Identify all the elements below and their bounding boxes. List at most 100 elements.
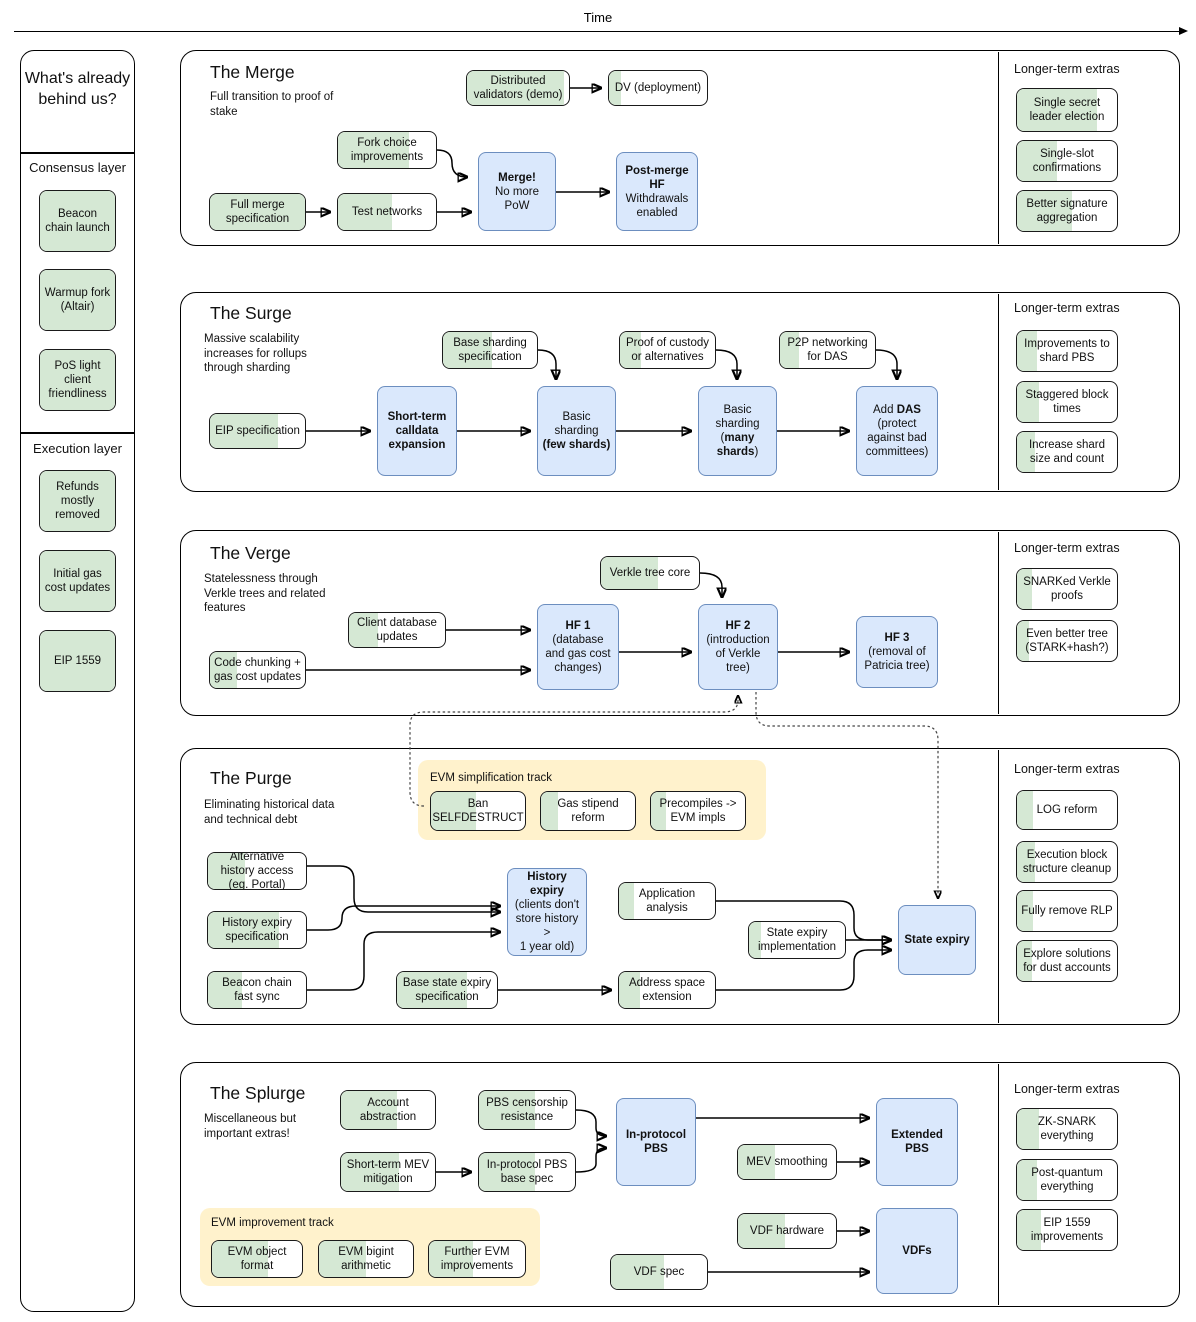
extra-fully-remove-rlp[interactable]: Fully remove RLP — [1016, 890, 1118, 932]
extra-single-secret-leader-election[interactable]: Single secret leader election — [1016, 88, 1118, 132]
node-vdf-spec[interactable]: VDF spec — [610, 1254, 708, 1290]
extra-snarked-verkle-proofs[interactable]: SNARKed Verkle proofs — [1016, 568, 1118, 610]
sidebar-item-refunds-removed[interactable]: Refunds mostly removed — [39, 470, 116, 532]
node-mev-smoothing[interactable]: MEV smoothing — [737, 1144, 837, 1180]
extra-staggered-block-times[interactable]: Staggered block times — [1016, 381, 1118, 423]
node-address-space-extension[interactable]: Address space extension — [618, 971, 716, 1009]
extra-even-better-tree[interactable]: Even better tree (STARK+hash?) — [1016, 620, 1118, 662]
extras-divider-merge — [998, 52, 1000, 244]
progress-fill — [429, 1241, 474, 1277]
extra-eip-1559-improvements[interactable]: EIP 1559 improvements — [1016, 1209, 1118, 1251]
node-label: Address space extension — [628, 977, 706, 1003]
node-vdf-hardware[interactable]: VDF hardware — [737, 1213, 837, 1249]
node-label: In-protocol PBS base spec — [486, 1159, 568, 1185]
node-history-expiry-specification[interactable]: History expiry specification — [207, 911, 307, 949]
sidebar-item-pos-light-client[interactable]: PoS light client friendliness — [39, 349, 116, 411]
extra-label: SNARKed Verkle proofs — [1023, 576, 1111, 602]
sidebar-item-initial-gas-cost-updates[interactable]: Initial gas cost updates — [39, 550, 116, 612]
progress-fill — [780, 332, 799, 368]
node-test-networks[interactable]: Test networks — [337, 193, 437, 231]
node-precompiles-to-evm-impls[interactable]: Precompiles -> EVM impls — [650, 791, 746, 831]
progress-fill — [443, 332, 492, 368]
extra-better-signature-aggregation[interactable]: Better signature aggregation — [1016, 190, 1118, 232]
extra-improvements-to-shard-pbs[interactable]: Improvements to shard PBS — [1016, 330, 1118, 372]
progress-fill — [1017, 89, 1097, 131]
extra-increase-shard-size-and-count[interactable]: Increase shard size and count — [1016, 431, 1118, 473]
node-further-evm-improvements[interactable]: Further EVM improvements — [428, 1240, 526, 1278]
progress-fill — [619, 972, 641, 1008]
progress-fill — [1017, 791, 1033, 829]
node-distributed-validators[interactable]: Distributed validators (demo) — [466, 70, 570, 106]
node-beacon-chain-fast-sync[interactable]: Beacon chain fast sync — [207, 971, 307, 1009]
extra-label: Single-slot confirmations — [1032, 148, 1102, 174]
node-label: Verkle tree core — [609, 567, 691, 579]
extra-zk-snark-everything[interactable]: ZK-SNARK everything — [1016, 1108, 1118, 1150]
node-label: Precompiles -> EVM impls — [659, 798, 737, 824]
progress-fill — [40, 350, 115, 410]
extra-post-quantum-everything[interactable]: Post-quantum everything — [1016, 1159, 1118, 1201]
progress-fill — [349, 613, 378, 647]
node-base-sharding-specification[interactable]: Base sharding specification — [442, 331, 538, 369]
extra-execution-block-structure-cleanup[interactable]: Execution block structure cleanup — [1016, 841, 1118, 883]
extra-explore-solutions-for-dust-accounts[interactable]: Explore solutions for dust accounts — [1016, 940, 1118, 982]
node-label: Ban SELFDESTRUCT — [432, 798, 524, 824]
sidebar-item-beacon-chain-launch[interactable]: Beacon chain launch — [39, 190, 116, 252]
node-full-merge-specification[interactable]: Full merge specification — [209, 193, 306, 231]
time-axis-line — [14, 31, 1182, 32]
extra-label: Fully remove RLP — [1021, 905, 1113, 917]
node-ban-selfdestruct[interactable]: Ban SELFDESTRUCT — [430, 791, 526, 831]
extras-divider-surge — [998, 294, 1000, 490]
node-verkle-tree-core[interactable]: Verkle tree core — [600, 556, 700, 590]
extra-label: Better signature aggregation — [1026, 198, 1108, 224]
extras-heading-splurge: Longer-term extras — [1014, 1082, 1120, 1096]
extra-single-slot-confirmations[interactable]: Single-slot confirmations — [1016, 140, 1118, 182]
progress-fill — [338, 132, 409, 168]
extra-label: Explore solutions for dust accounts — [1023, 948, 1111, 974]
progress-fill — [1017, 891, 1033, 931]
node-application-analysis[interactable]: Application analysis — [618, 882, 716, 920]
node-fork-choice-improvements[interactable]: Fork choice improvements — [337, 131, 437, 169]
sidebar-item-eip-1559[interactable]: EIP 1559 — [39, 630, 116, 692]
item-label: PoS light client friendliness — [48, 360, 107, 400]
extra-label: Post-quantum everything — [1031, 1167, 1103, 1193]
extra-log-reform[interactable]: LOG reform — [1016, 790, 1118, 830]
node-evm-object-format[interactable]: EVM object format — [211, 1240, 303, 1278]
progress-fill — [479, 1153, 535, 1191]
section-title-splurge: The Splurge — [210, 1083, 306, 1103]
node-account-abstraction[interactable]: Account abstraction — [340, 1090, 436, 1130]
node-evm-bigint-arithmetic[interactable]: EVM bigint arithmetic — [318, 1240, 414, 1278]
node-p2p-networking-for-das[interactable]: P2P networking for DAS — [779, 331, 876, 369]
progress-fill — [479, 1091, 535, 1129]
sidebar-item-warmup-fork-altair[interactable]: Warmup fork (Altair) — [39, 269, 116, 331]
node-proof-of-custody[interactable]: Proof of custody or alternatives — [619, 331, 716, 369]
item-label: EIP 1559 — [53, 655, 102, 667]
node-state-expiry[interactable]: State expiry — [898, 905, 976, 975]
node-short-term-mev-mitigation[interactable]: Short-term MEV mitigation — [340, 1152, 436, 1192]
node-pbs-censorship-resistance[interactable]: PBS censorship resistance — [478, 1090, 576, 1130]
node-alternative-history-access[interactable]: Alternative history access (eg. Portal) — [207, 852, 307, 890]
node-eip-specification[interactable]: EIP specification — [209, 413, 306, 449]
node-state-expiry-implementation[interactable]: State expiry implementation — [748, 921, 846, 959]
node-code-chunking-gas-cost-updates[interactable]: Code chunking + gas cost updates — [209, 651, 306, 689]
node-label: Client database updates — [357, 617, 437, 643]
node-dv-deployment[interactable]: DV (deployment) — [608, 70, 708, 106]
node-in-protocol-pbs-base-spec[interactable]: In-protocol PBS base spec — [478, 1152, 576, 1192]
node-client-database-updates[interactable]: Client database updates — [348, 612, 446, 648]
node-base-state-expiry-specification[interactable]: Base state expiry specification — [396, 971, 498, 1009]
node-vdfs[interactable]: VDFs — [876, 1208, 958, 1294]
progress-fill — [467, 71, 564, 105]
node-gas-stipend-reform[interactable]: Gas stipend reform — [540, 791, 636, 831]
